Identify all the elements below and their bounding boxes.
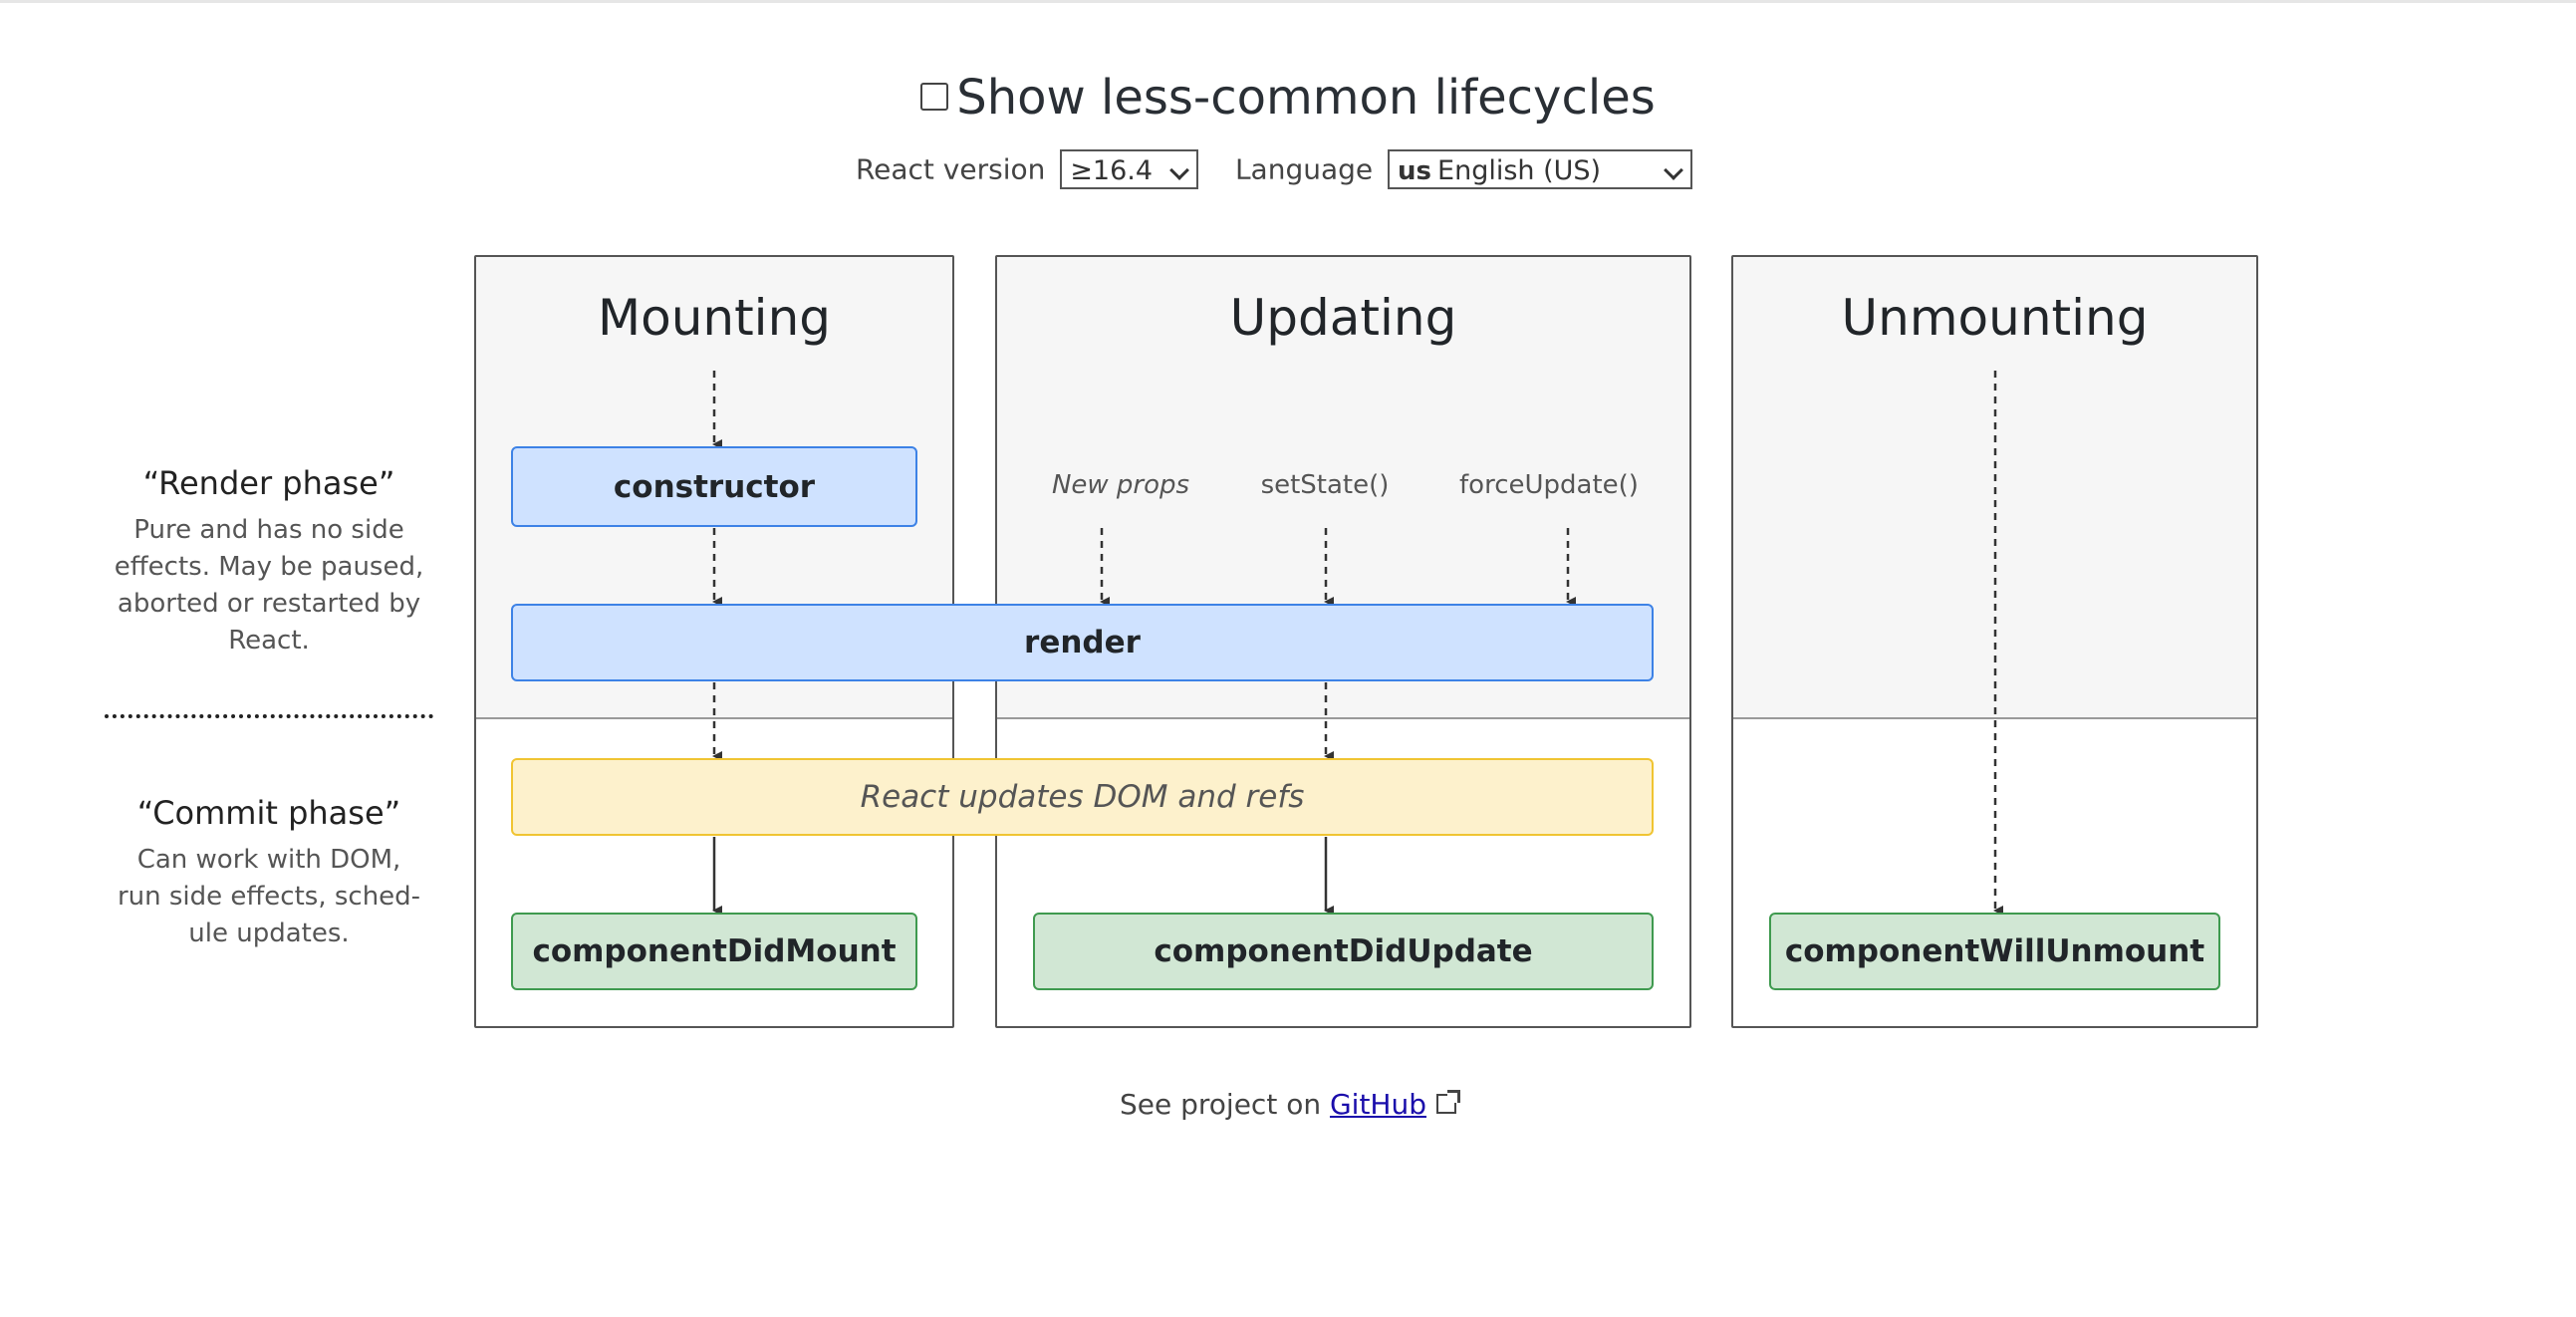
- commit-phase-line: run side effects, sched-: [117, 882, 421, 912]
- unmounting-title: Unmounting: [1841, 289, 2149, 347]
- language-label: Language: [1234, 152, 1374, 186]
- react-version-select[interactable]: ≥16.4: [1060, 149, 1199, 189]
- top-border: [0, 0, 2576, 3]
- show-less-common-toggle[interactable]: Show less-common lifecycles: [0, 70, 2576, 126]
- commit-phase-line: ule updates.: [188, 919, 350, 948]
- render-phase-title: “Render phase”: [142, 464, 395, 502]
- componentwillunmount-box[interactable]: componentWillUnmount: [1769, 913, 2220, 990]
- flag-icon: us: [1398, 156, 1432, 186]
- react-version-value: ≥16.4: [1070, 155, 1154, 186]
- componentdidmount-box[interactable]: componentDidMount: [511, 913, 917, 990]
- render-phase-legend: “Render phase” Pure and has no side effe…: [100, 464, 438, 659]
- checkbox-icon[interactable]: [920, 83, 949, 111]
- dom-update-box: React updates DOM and refs: [511, 758, 1654, 836]
- toggle-label: Show less-common lifecycles: [956, 70, 1656, 126]
- commit-phase-title: “Commit phase”: [136, 794, 401, 832]
- componentdidupdate-box[interactable]: componentDidUpdate: [1033, 913, 1654, 990]
- mounting-title: Mounting: [597, 289, 832, 347]
- language-value: English (US): [1437, 155, 1602, 186]
- constructor-box[interactable]: constructor: [511, 446, 917, 527]
- trigger-set-state: setState(): [1260, 470, 1390, 500]
- trigger-force-update: forceUpdate(): [1459, 470, 1639, 500]
- render-phase-description: Pure and has no side effects. May be pau…: [100, 512, 438, 659]
- footer-text: See project on: [1119, 1088, 1330, 1121]
- updating-title: Updating: [1229, 289, 1457, 347]
- render-phase-line: aborted or restarted by: [117, 589, 421, 619]
- render-box[interactable]: render: [511, 604, 1654, 681]
- footer: See project on GitHub: [0, 1088, 2576, 1121]
- commit-phase-legend: “Commit phase” Can work with DOM, run si…: [100, 794, 438, 952]
- external-link-icon: [1436, 1090, 1460, 1114]
- render-phase-line: React.: [228, 626, 310, 656]
- render-phase-line: effects. May be paused,: [114, 552, 424, 582]
- render-phase-line: Pure and has no side: [133, 515, 404, 545]
- github-link[interactable]: GitHub: [1329, 1088, 1426, 1121]
- trigger-new-props: New props: [1051, 470, 1190, 500]
- phase-divider: [105, 714, 433, 718]
- commit-phase-description: Can work with DOM, run side effects, sch…: [100, 842, 438, 952]
- commit-phase-line: Can work with DOM,: [136, 845, 401, 875]
- react-version-label: React version: [855, 152, 1046, 186]
